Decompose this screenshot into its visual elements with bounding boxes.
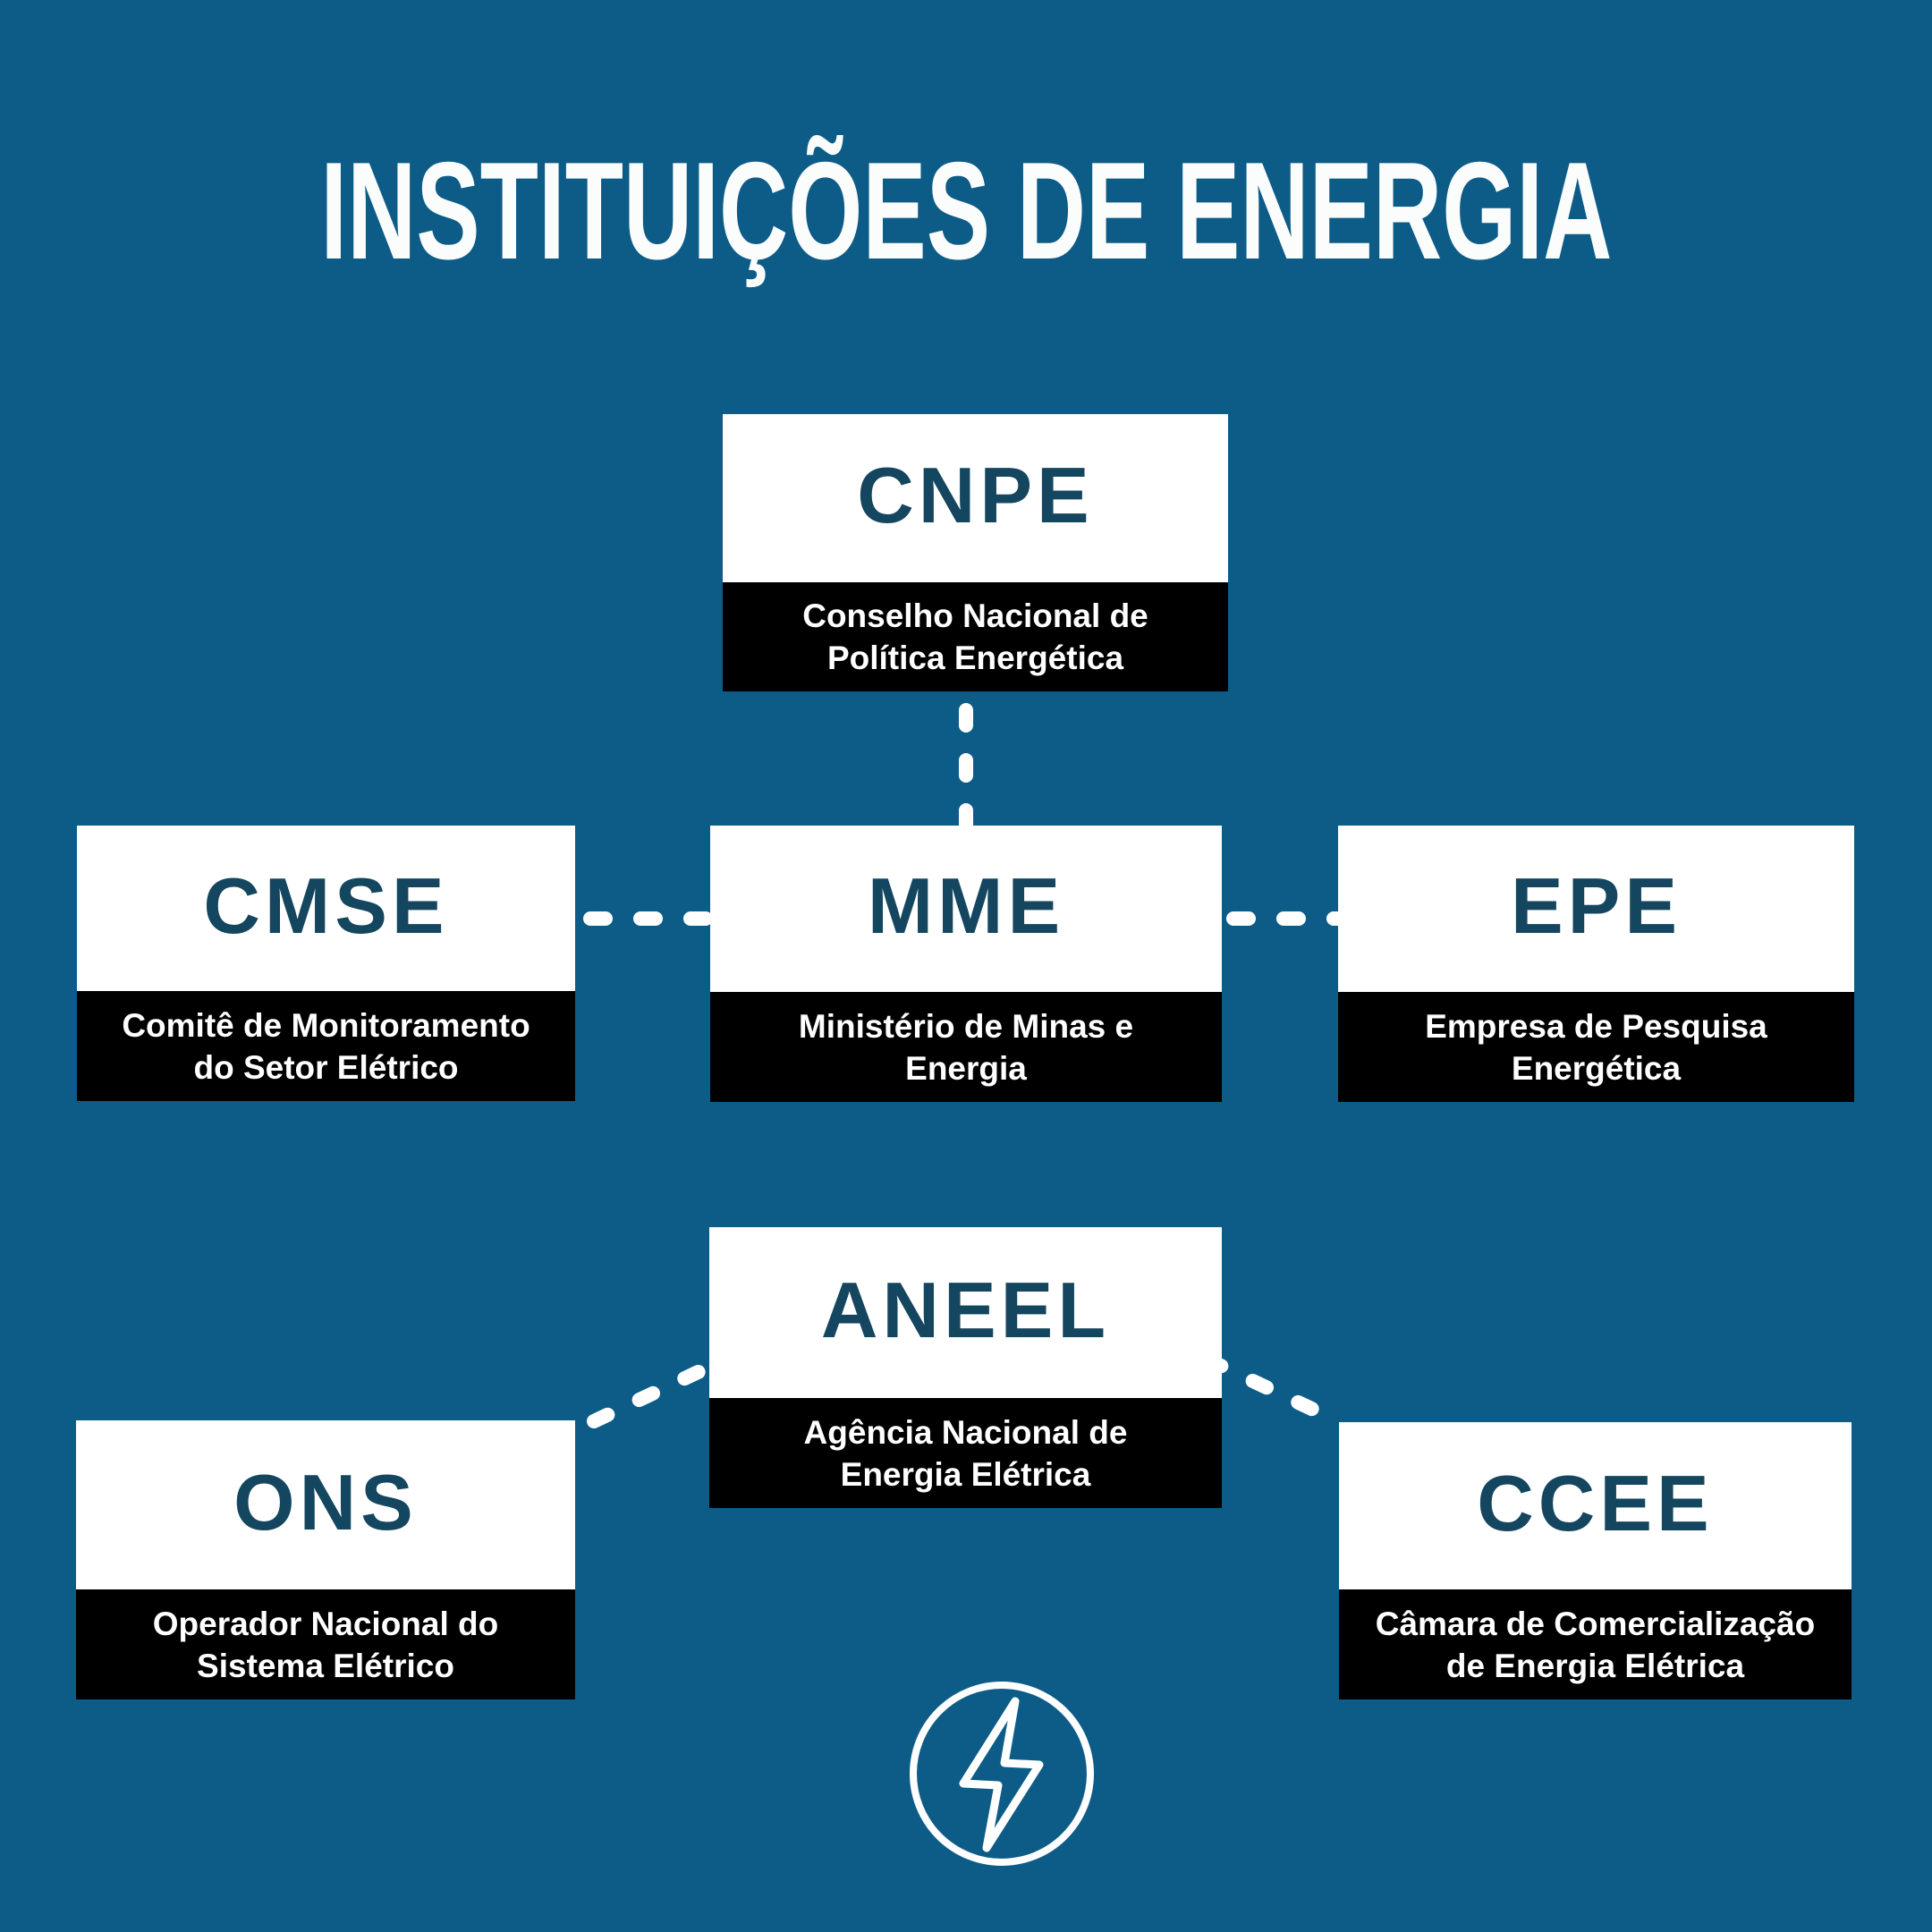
org-caption-line: Sistema Elétrico <box>197 1647 454 1684</box>
connector-aneel-ons <box>587 1352 732 1428</box>
org-box-cnpe: CNPE Conselho Nacional de Política Energ… <box>723 414 1228 691</box>
org-acronym-mme: MME <box>710 826 1222 992</box>
org-caption-line: Conselho Nacional de <box>802 597 1148 634</box>
org-acronym-ccee: CCEE <box>1339 1422 1852 1589</box>
org-caption-line: Energética <box>1511 1049 1682 1087</box>
org-caption-cnpe: Conselho Nacional de Política Energética <box>723 582 1228 691</box>
connector-aneel-ccee <box>1200 1352 1345 1428</box>
org-acronym-epe: EPE <box>1338 826 1854 992</box>
page-title-text: INSTITUIÇÕES DE ENERGIA <box>319 133 1612 288</box>
org-caption-line: Câmara de Comercialização <box>1375 1605 1816 1642</box>
org-caption-aneel: Agência Nacional de Energia Elétrica <box>709 1398 1222 1508</box>
org-caption-line: de Energia Elétrica <box>1445 1647 1745 1684</box>
org-caption-ons: Operador Nacional do Sistema Elétrico <box>76 1589 575 1699</box>
page-title: INSTITUIÇÕES DE ENERGIA <box>0 140 1932 283</box>
icon-circle <box>910 1682 1094 1866</box>
org-caption-line: Política Energética <box>826 640 1124 676</box>
org-caption-line: Energia Elétrica <box>840 1455 1091 1493</box>
org-caption-line: Agência Nacional de <box>803 1413 1128 1451</box>
org-box-ccee: CCEE Câmara de Comercialização de Energi… <box>1339 1422 1852 1699</box>
lightning-bolt-icon <box>910 1682 1094 1866</box>
org-caption-line: Comitê de Monitoramento <box>122 1006 530 1044</box>
org-caption-line: Empresa de Pesquisa <box>1425 1007 1767 1045</box>
org-caption-ccee: Câmara de Comercialização de Energia Elé… <box>1339 1589 1852 1699</box>
org-caption-cmse: Comitê de Monitoramento do Setor Elétric… <box>77 991 575 1101</box>
org-caption-epe: Empresa de Pesquisa Energética <box>1338 992 1854 1102</box>
org-box-epe: EPE Empresa de Pesquisa Energética <box>1338 826 1854 1102</box>
org-caption-line: Energia <box>905 1049 1027 1087</box>
org-box-aneel: ANEEL Agência Nacional de Energia Elétri… <box>709 1227 1222 1508</box>
org-box-ons: ONS Operador Nacional do Sistema Elétric… <box>76 1420 575 1699</box>
org-acronym-cnpe: CNPE <box>723 414 1228 582</box>
org-acronym-ons: ONS <box>76 1420 575 1589</box>
org-caption-mme: Ministério de Minas e Energia <box>710 992 1222 1102</box>
org-box-cmse: CMSE Comitê de Monitoramento do Setor El… <box>77 826 575 1101</box>
org-caption-line: Operador Nacional do <box>152 1605 499 1642</box>
icon-bolt <box>959 1697 1044 1852</box>
org-acronym-cmse: CMSE <box>77 826 575 991</box>
org-caption-line: Ministério de Minas e <box>798 1007 1134 1045</box>
org-box-mme: MME Ministério de Minas e Energia <box>710 826 1222 1102</box>
org-acronym-aneel: ANEEL <box>709 1227 1222 1398</box>
org-caption-line: do Setor Elétrico <box>193 1048 459 1086</box>
